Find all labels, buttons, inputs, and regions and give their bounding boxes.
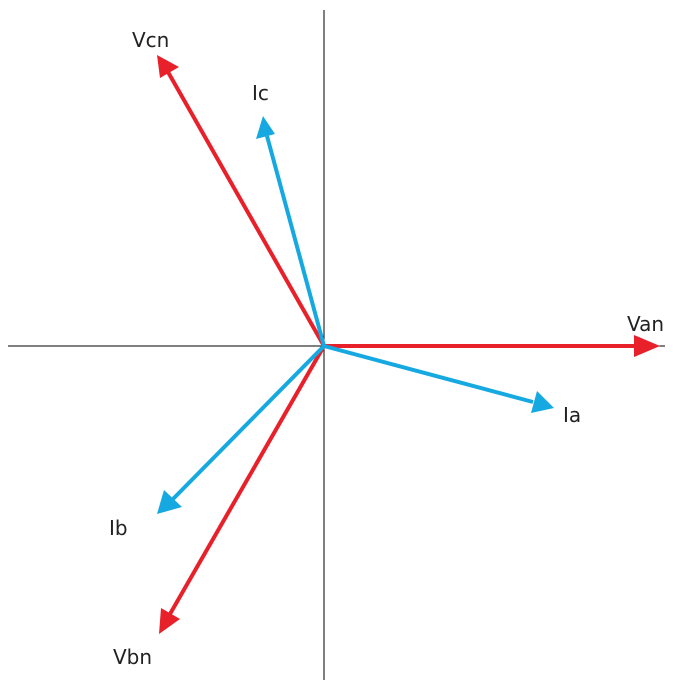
phasor-ic-line: [267, 136, 324, 346]
phasor-ia-arrowhead: [531, 391, 554, 413]
phasor-ia: [324, 346, 554, 413]
phasor-van: [324, 335, 660, 357]
phasor-van-arrowhead: [634, 335, 660, 357]
phasor-vcn: [157, 55, 324, 346]
phasor-ic-arrowhead: [256, 116, 275, 139]
phasor-ic: [256, 116, 324, 346]
phasor-ia-line: [324, 346, 533, 402]
label-ic: Ic: [252, 81, 269, 105]
label-vbn: Vbn: [113, 645, 152, 669]
label-van: Van: [627, 312, 664, 336]
label-vcn: Vcn: [132, 28, 169, 52]
label-ia: Ia: [563, 403, 581, 427]
phasor-vcn-line: [168, 72, 324, 346]
label-ib: Ib: [109, 516, 128, 540]
